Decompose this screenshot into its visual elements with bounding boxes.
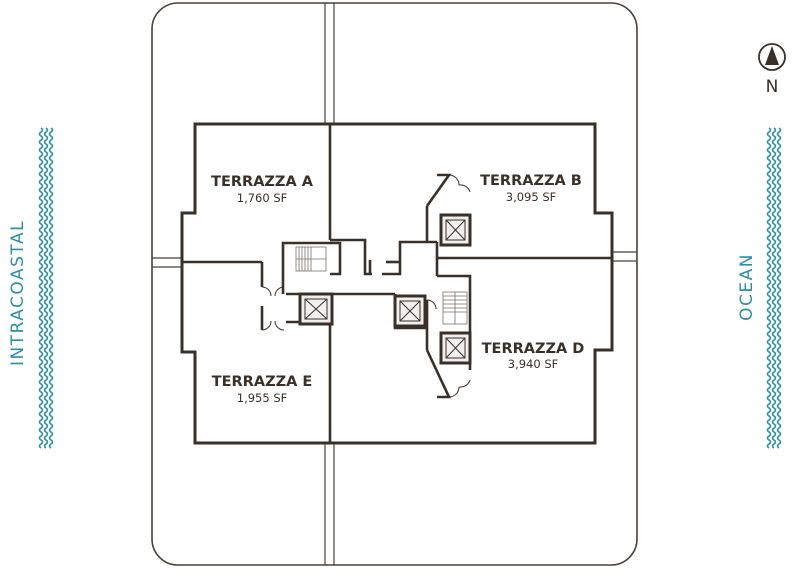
elevator-b [439,213,472,247]
doors [261,174,471,398]
unit-a-area: 1,760 SF [237,191,288,205]
unit-d-name: TERRAZZA D [482,341,585,357]
intracoastal-label: INTRACOASTAL [8,220,28,366]
compass-icon [758,43,786,71]
compass: N [758,43,786,97]
walkways [152,3,637,565]
unit-d-area: 3,940 SF [508,357,559,371]
wave-line [43,127,49,449]
wave-line [766,127,772,449]
north-arrow-icon [765,46,779,65]
wave-line [48,127,54,449]
unit-e-name: TERRAZZA E [212,374,313,390]
wave-line [38,127,44,449]
elevator-core [393,294,427,328]
water-waves [38,127,782,449]
unit-e-area: 1,955 SF [237,391,288,405]
stair-east [442,291,468,325]
wave-line [776,127,782,449]
unit-b-area: 3,095 SF [506,190,557,204]
elevator-west [298,292,334,326]
unit-b-name: TERRAZZA B [480,173,582,189]
compass-letter: N [766,77,779,97]
wave-line [771,127,777,449]
ocean-label: OCEAN [737,253,757,321]
stair-west [295,246,327,272]
building-exterior-wall [180,122,614,445]
terrace-outline [151,2,638,566]
unit-a-name: TERRAZZA A [211,174,314,190]
elevator-d [439,331,472,365]
